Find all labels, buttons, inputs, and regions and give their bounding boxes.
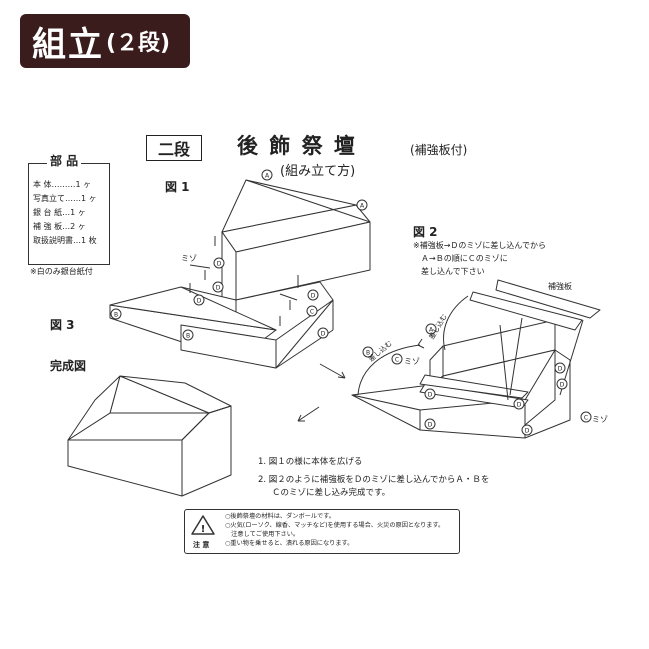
- letter-d: D: [216, 285, 221, 292]
- fig2-note: ※補強板→Ｄのミゾに差し込んでから Ａ→Ｂの順にＣのミゾに 差し込んで下さい: [413, 239, 546, 278]
- letter-b: B: [366, 350, 370, 357]
- caution-label: 注 意: [193, 541, 210, 549]
- caution-line: ○火気(ローソク、線香、マッチなど)を使用する場合、火災の原因となります。: [225, 522, 445, 529]
- letter-b: B: [186, 333, 190, 340]
- step-1: 1. 図１の様に本体を広げる: [258, 457, 363, 467]
- letter-d: D: [560, 382, 565, 389]
- letter-d: D: [428, 422, 433, 429]
- fig2-note-line: 差し込んで下さい: [421, 267, 485, 276]
- parts-note: ※白のみ銀台紙付: [30, 267, 93, 276]
- caution-line: ○後飾祭壇の材料は、ダンボールです。: [225, 513, 335, 520]
- letter-a: A: [360, 203, 365, 210]
- subtitle: (組み立て方): [280, 164, 356, 179]
- caution-line: ○重い物を乗せると、潰れる原因になります。: [225, 540, 354, 547]
- exclamation-icon: !: [201, 524, 206, 535]
- badge-main-text: 組立: [32, 24, 104, 65]
- fig2-label: 図 2: [413, 225, 438, 239]
- reinforcement-board-label: 補強板: [548, 282, 572, 291]
- fig3-finished-stand: [67, 375, 232, 497]
- fig1-label: 図 1: [165, 180, 190, 194]
- groove-label: ミゾ: [181, 254, 197, 263]
- step-2-cont: Ｃのミゾに差し込み完成です。: [272, 488, 391, 498]
- letter-a: A: [265, 173, 270, 180]
- finished-figure-label: 完成図: [50, 359, 87, 373]
- letter-d: D: [517, 402, 522, 409]
- parts-row: 本 体………1 ヶ: [33, 180, 92, 189]
- fig3-label: 図 3: [50, 318, 75, 332]
- caution-line: 注意してご使用下さい。: [225, 531, 300, 538]
- caution-box: 注 意 ○後飾祭壇の材料は、ダンボールです。 ○火気(ローソク、線香、マッチなど…: [184, 509, 460, 554]
- letter-d: D: [197, 298, 202, 305]
- letter-d: D: [217, 261, 222, 268]
- badge-sub-text: (２段): [106, 31, 171, 56]
- fig2-box-with-boards: [351, 279, 601, 439]
- letter-c: C: [310, 309, 314, 316]
- fig1-open-box: [109, 179, 371, 369]
- two-step-label: 二段: [146, 135, 202, 161]
- document-title: 後 飾 祭 壇: [237, 134, 357, 158]
- letter-d: D: [525, 428, 530, 435]
- letter-c: C: [584, 415, 588, 422]
- parts-row: 取扱説明書…1 枚: [33, 236, 97, 245]
- parts-row: 銀 台 紙…1 ヶ: [33, 208, 86, 217]
- step-2: 2. 図２のように補強板をＤのミゾに差し込んでからＡ・Ｂを: [258, 475, 490, 485]
- fig2-note-line: Ａ→Ｂの順にＣのミゾに: [421, 254, 508, 263]
- groove-label: ミゾ: [592, 415, 608, 424]
- letter-c: C: [395, 357, 399, 364]
- title-note: (補強板付): [410, 143, 468, 157]
- fig2-note-line: ※補強板→Ｄのミゾに差し込んでから: [413, 241, 547, 250]
- letter-a: A: [429, 327, 434, 334]
- letter-d: D: [558, 366, 563, 373]
- title-badge: 組立 (２段): [20, 14, 190, 68]
- parts-row: 補 強 板…2 ヶ: [33, 222, 86, 231]
- letter-b: B: [114, 312, 118, 319]
- parts-heading: 部 品: [47, 152, 82, 169]
- letter-d: D: [321, 331, 326, 338]
- letter-d: D: [311, 293, 316, 300]
- groove-label: ミゾ: [404, 357, 420, 366]
- letter-d: D: [428, 392, 433, 399]
- parts-row: 写真立て……1 ヶ: [33, 194, 97, 203]
